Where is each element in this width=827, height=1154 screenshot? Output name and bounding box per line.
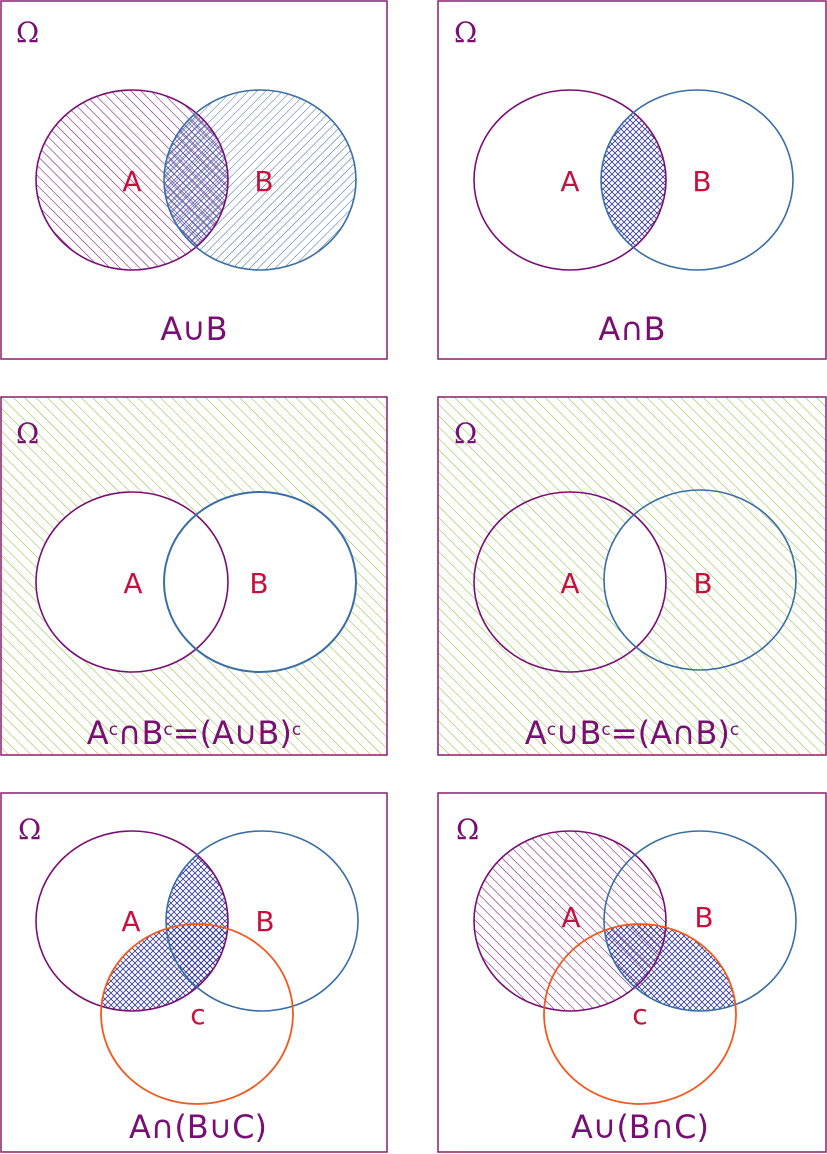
set-b-circle (600, 89, 794, 271)
panel-a-intersect-b-union-c: Ω A B c A∩(B∪C) (0, 792, 388, 1153)
set-b-circle (163, 491, 357, 673)
b-and-c-cross-fill (604, 924, 736, 1011)
caption-superscript: c (163, 720, 172, 740)
caption-superscript: c (730, 720, 739, 740)
panel-caption: A∩B (598, 310, 665, 348)
universe-symbol: Ω (18, 813, 41, 846)
set-c-circle (543, 923, 737, 1105)
caption-text: A (525, 714, 547, 752)
set-c-label: c (632, 998, 647, 1031)
panel-caption: A∩(B∪C) (129, 1108, 267, 1146)
caption-text: A∩B (598, 310, 665, 348)
set-a-label: A (560, 567, 579, 600)
panel-union: Ω A B A∪B (0, 0, 388, 360)
set-a-circle (35, 491, 229, 673)
universe-symbol: Ω (456, 813, 479, 846)
complement-fill (438, 397, 826, 755)
universe-frame (0, 396, 388, 756)
universe-symbol: Ω (454, 417, 477, 450)
caption-text: A∩(B∪C) (129, 1108, 267, 1146)
set-a-label: A (122, 165, 141, 198)
caption-text: ∩B (118, 714, 163, 752)
panel-a-union-b-intersect-c: Ω A B c A∪(B∩C) (437, 792, 827, 1153)
set-b-label: B (254, 165, 273, 198)
universe-symbol: Ω (16, 16, 39, 49)
caption-text: =(A∪B) (173, 714, 292, 752)
set-c-label: c (190, 998, 205, 1031)
set-a-label: A (561, 901, 580, 934)
set-a-circle (35, 89, 229, 271)
overlap-cross-fill (164, 90, 228, 270)
set-b-circle (163, 89, 357, 271)
universe-symbol: Ω (16, 417, 39, 450)
set-a-label: A (121, 905, 140, 938)
set-b-label: B (692, 165, 711, 198)
panel-complement-of-intersection: Ω A B Ac∪Bc=(A∩B)c (437, 396, 827, 756)
universe-symbol: Ω (454, 16, 477, 49)
set-c-circle (100, 923, 294, 1105)
caption-superscript: c (547, 720, 556, 740)
universe-frame (0, 792, 388, 1153)
a-and-c-cross-fill (101, 924, 228, 1011)
set-b-circle (165, 830, 359, 1012)
set-a-label: A (123, 567, 142, 600)
set-a-circle (473, 830, 667, 1012)
panel-complement-of-union: Ω A B Ac∩Bc=(A∪B)c (0, 396, 388, 756)
caption-superscript: c (292, 720, 301, 740)
set-a-label: A (560, 165, 579, 198)
set-b-label: B (694, 901, 713, 934)
set-b-label: B (693, 567, 712, 600)
set-b-circle (603, 830, 797, 1012)
set-b-label: B (255, 905, 274, 938)
caption-text: A∪B (160, 310, 227, 348)
universe-frame (0, 0, 388, 360)
panel-caption: Ac∪Bc=(A∩B)c (525, 714, 739, 752)
caption-superscript: c (601, 720, 610, 740)
panel-caption: Ac∩Bc=(A∪B)c (87, 714, 301, 752)
overlap-cross-fill (601, 90, 666, 270)
set-a-circle (473, 491, 667, 673)
set-a-circle (473, 89, 667, 271)
caption-superscript: c (109, 720, 118, 740)
universe-frame (437, 792, 827, 1153)
set-a-circle (35, 830, 229, 1012)
universe-frame (437, 0, 827, 360)
complement-fill (1, 397, 387, 755)
caption-text: A∪(B∩C) (571, 1108, 709, 1146)
caption-text: ∪B (556, 714, 601, 752)
caption-text: A (87, 714, 109, 752)
set-b-label: B (249, 567, 268, 600)
caption-text: =(A∩B) (611, 714, 730, 752)
panel-caption: A∪B (160, 310, 227, 348)
panel-caption: A∪(B∩C) (571, 1108, 709, 1146)
panel-intersection: Ω A B A∩B (437, 0, 827, 360)
universe-frame (437, 396, 827, 756)
set-b-circle (603, 489, 797, 671)
